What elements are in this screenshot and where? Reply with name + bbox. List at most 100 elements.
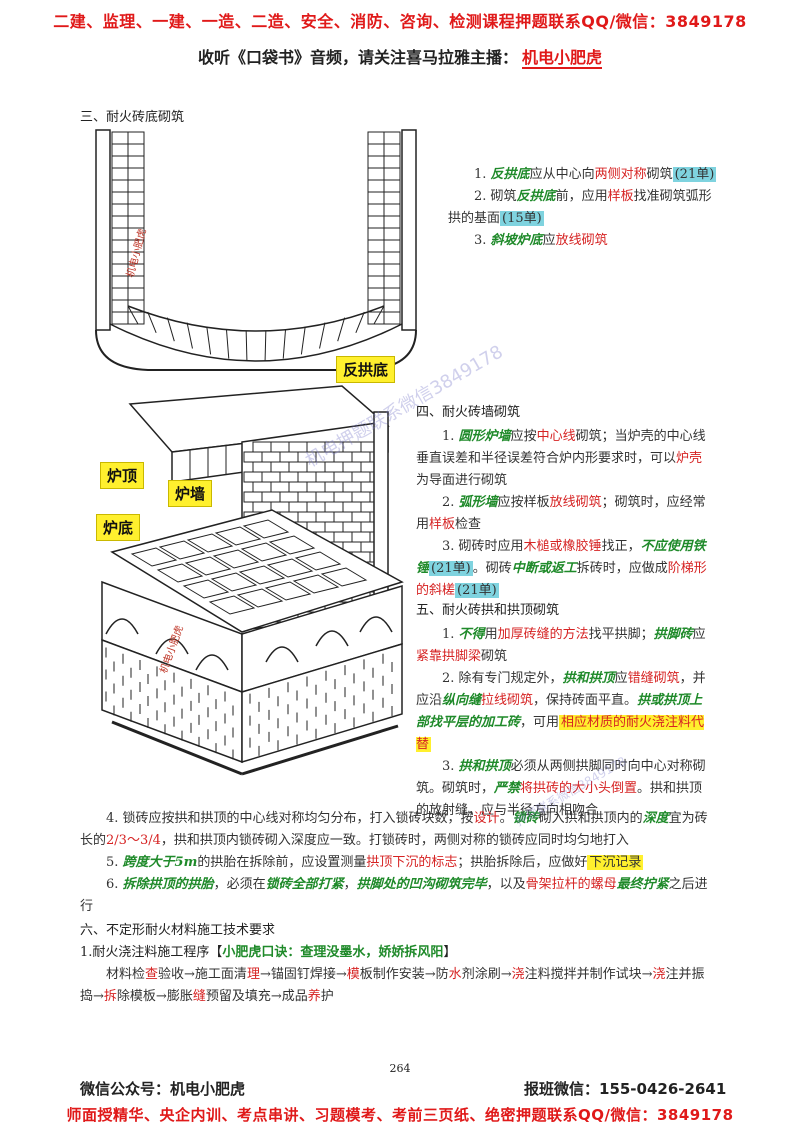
text-run: 斜坡炉底	[490, 233, 543, 248]
floor-brick	[268, 535, 316, 555]
footer-enroll-wechat: 报班微信：155-0426-2641	[524, 1080, 727, 1098]
text-run: 验收→施工面清	[158, 967, 247, 982]
brick	[342, 481, 362, 493]
brick	[324, 481, 344, 493]
arch-opening	[155, 638, 189, 655]
brick	[270, 441, 290, 453]
text-run: 必须从两侧拱脚同时向中心对称砌筑。砌筑时，	[416, 759, 706, 796]
text-run: (21单)	[429, 561, 473, 576]
text-run: 拱顶下沉的标志	[366, 855, 458, 870]
floor-brick	[242, 519, 290, 539]
floor-brick	[240, 542, 288, 562]
text-run: ；砌筑时，应经常用	[416, 495, 706, 532]
brick	[383, 179, 401, 193]
text-run: 加厚砖缝的方法	[497, 627, 589, 642]
foundation-right	[241, 642, 403, 764]
text-run: 放线砌筑	[549, 495, 602, 510]
brick	[351, 451, 371, 463]
text-run: 砌筑	[646, 167, 673, 182]
brick	[127, 167, 145, 181]
arch-joint	[127, 305, 139, 325]
text-run: 砌筑	[481, 649, 508, 664]
text-run: 找平拱脚；	[588, 627, 654, 642]
brick	[333, 491, 353, 503]
brick	[367, 251, 385, 265]
brick	[383, 143, 401, 157]
text-run: 样板	[607, 189, 634, 204]
section3-item: 2. 砌筑反拱底前，应用样板找准砌筑弧形拱的基面(15单)	[448, 186, 718, 230]
brick	[297, 491, 317, 503]
brick	[243, 451, 263, 463]
arch-joint	[264, 330, 267, 361]
brick	[351, 491, 371, 503]
floor-brick	[294, 551, 342, 571]
text-run: 应按	[510, 429, 537, 444]
text-run: 预留及填充→成品	[205, 989, 308, 1004]
brick	[342, 501, 362, 513]
text-run: 查	[145, 967, 159, 982]
text-run: 注料搅拌并制作试块→	[524, 967, 653, 982]
arch-joint	[147, 311, 157, 334]
brick	[127, 191, 145, 205]
floor-brick	[292, 574, 340, 594]
subheading-prefix: 1.耐火浇注料施工程序【	[80, 945, 223, 960]
text-run: 。砌砖	[472, 561, 512, 576]
text-run: 找正，	[601, 539, 641, 554]
brick	[383, 275, 401, 289]
brick	[111, 167, 129, 181]
arch-joint	[186, 322, 193, 349]
brick	[111, 227, 129, 241]
text-run: 6.	[106, 877, 123, 892]
brick	[351, 531, 371, 543]
text-run: 拱和拱顶	[562, 671, 615, 686]
text-run: ，保持砖面平直。	[533, 693, 638, 708]
arch-joint	[319, 322, 326, 349]
arch-joint	[373, 305, 385, 325]
brick	[315, 491, 335, 503]
text-run: 拱脚砖	[653, 627, 693, 642]
brick	[367, 263, 385, 277]
bottom-banner: 师面授精华、央企内训、考点串讲、习题模考、考前三页纸、绝密押题联系QQ/微信：3…	[66, 1106, 734, 1124]
floor-brick	[158, 540, 206, 560]
brick	[111, 299, 129, 313]
furnace-figure: 机电小肥虎	[101, 385, 404, 776]
text-run: 检查	[455, 517, 482, 532]
floor-brick	[212, 549, 260, 569]
text-run: 拆砖时，应做成	[576, 561, 668, 576]
brick	[383, 299, 401, 313]
section5-item: 3. 拱和拱顶必须从两侧拱脚同时向中心对称砌筑。砌筑时，严禁将拱砖的大小头倒置。…	[416, 756, 712, 822]
floor-brick	[130, 547, 178, 567]
text-run: 放线砌筑	[555, 233, 608, 248]
subheading-tip: 小肥虎口诀：查理没墨水，娇娇拆风阳	[222, 945, 444, 960]
brick	[111, 275, 129, 289]
brick	[342, 521, 362, 533]
brick	[383, 263, 401, 277]
brick	[333, 471, 353, 483]
arch-joint	[166, 317, 175, 342]
text-run: 圆形炉墙	[458, 429, 511, 444]
text-run: 。拱和拱顶的放射缝，应与半径方向相吻合	[416, 781, 703, 818]
text-run: 中心线	[536, 429, 576, 444]
floor-brick	[266, 558, 314, 578]
brick	[127, 311, 145, 325]
text-run: ，并应沿	[416, 671, 706, 708]
brick	[367, 203, 385, 217]
text-run: 浇	[652, 967, 666, 982]
text-run: ；拱胎拆除后，应做好	[457, 855, 588, 870]
arch-opening	[359, 616, 393, 633]
text-run: 水	[448, 967, 462, 982]
brick	[324, 501, 344, 513]
text-run: 设计	[473, 811, 500, 826]
text-run: 锁砖全部打紧	[265, 877, 344, 892]
floor-brick	[156, 563, 204, 583]
brick	[367, 227, 385, 241]
brick	[383, 191, 401, 205]
text-run: 注并振捣→	[80, 967, 705, 1004]
text-run: 用	[484, 627, 498, 642]
arch-joint	[206, 326, 212, 355]
text-run: 2. 除有专门规定外，	[442, 671, 563, 686]
page-number: 264	[389, 1062, 411, 1075]
arch-joint	[355, 311, 365, 334]
brick	[351, 511, 371, 523]
brick	[367, 131, 385, 145]
